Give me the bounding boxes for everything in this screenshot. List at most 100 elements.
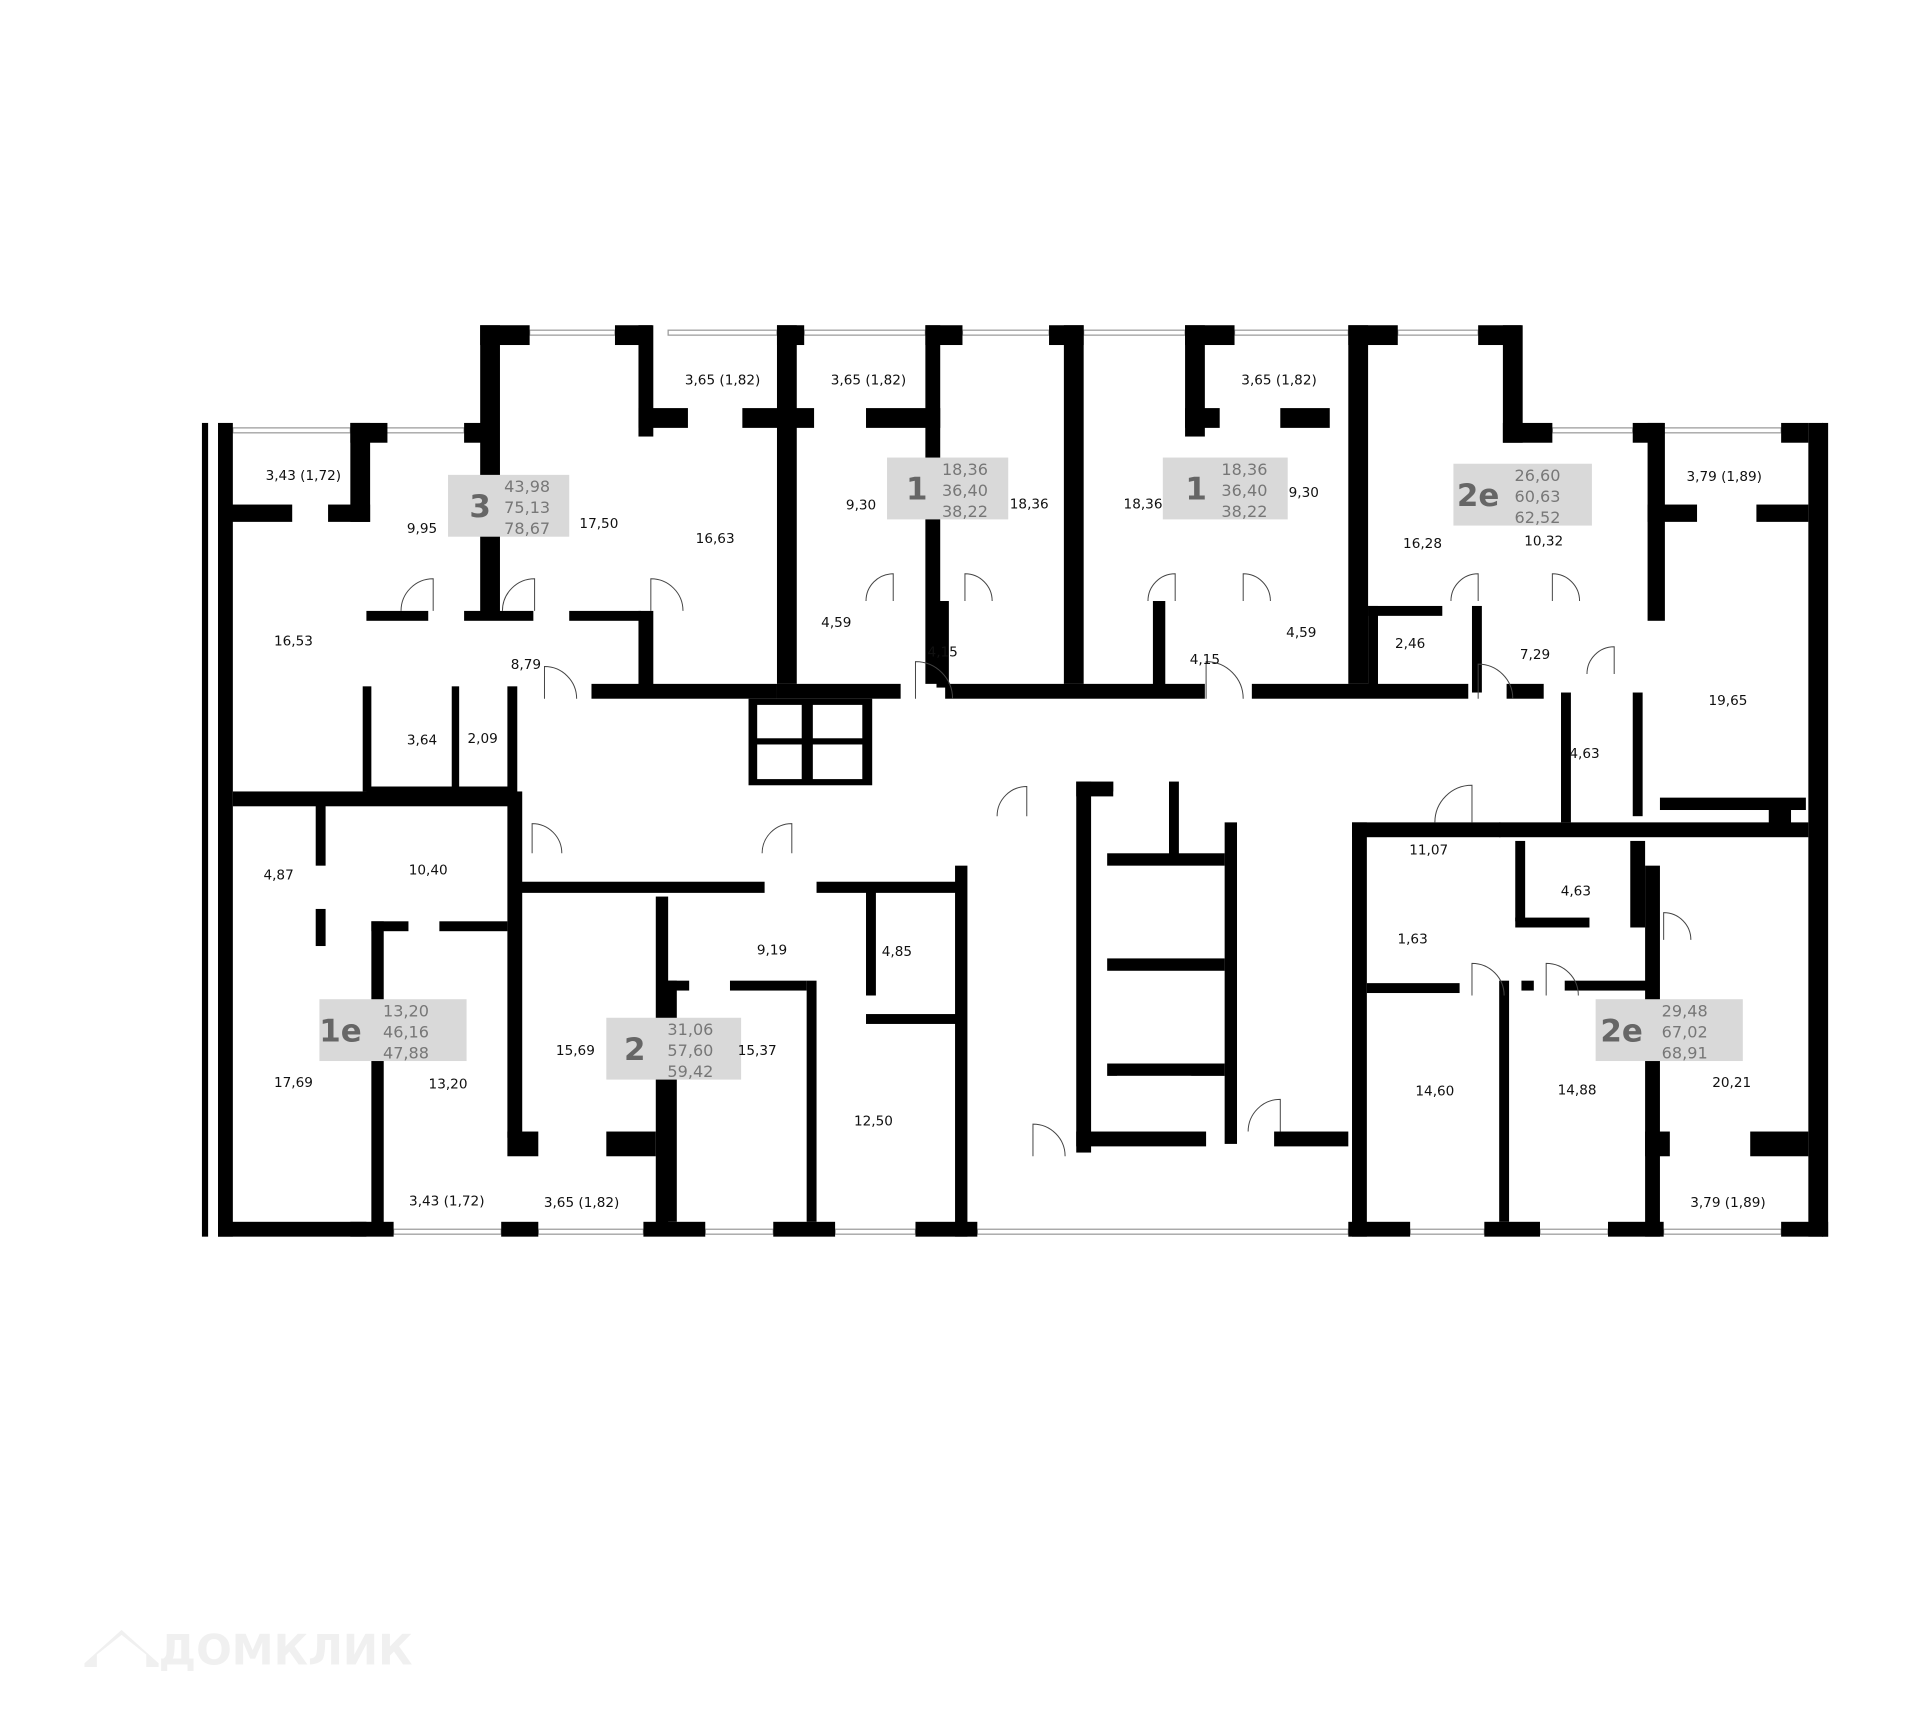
wall xyxy=(1471,605,1482,693)
window xyxy=(834,1228,917,1235)
wall xyxy=(507,686,518,798)
wall xyxy=(451,686,460,792)
badge-background xyxy=(606,1017,742,1080)
wall xyxy=(1368,605,1378,693)
wall xyxy=(776,408,815,428)
window xyxy=(1083,329,1186,336)
window xyxy=(529,329,616,336)
wall xyxy=(925,325,963,346)
room-area-label: 17,50 xyxy=(579,516,618,532)
wall xyxy=(1647,504,1698,522)
wall xyxy=(1348,325,1369,684)
door xyxy=(1434,784,1473,823)
room-area-label: 3,79 (1,89) xyxy=(1687,469,1762,485)
shaft-cell xyxy=(1117,976,1223,1058)
window xyxy=(1663,427,1782,434)
wall xyxy=(1515,840,1526,922)
wall xyxy=(776,683,901,699)
house-logo-icon xyxy=(84,1629,159,1668)
shaft-cell xyxy=(812,704,863,739)
room-area-label: 4,59 xyxy=(821,615,851,631)
wall xyxy=(1502,422,1553,443)
apartment-area: 67,02 xyxy=(1662,1023,1708,1042)
apartment-area: 36,40 xyxy=(1221,481,1267,500)
wall xyxy=(1076,1131,1207,1147)
wall xyxy=(1521,980,1534,991)
wall xyxy=(218,1221,367,1237)
room-area-label: 18,36 xyxy=(1124,496,1163,512)
door xyxy=(1450,573,1479,602)
window xyxy=(803,329,926,336)
wall xyxy=(350,422,388,443)
room-area-label: 20,21 xyxy=(1712,1075,1751,1091)
door xyxy=(1247,1098,1281,1132)
room-area-label: 3,43 (1,72) xyxy=(409,1194,484,1210)
shaft-cell xyxy=(1117,871,1223,953)
wall xyxy=(664,980,690,991)
room-area-label: 9,19 xyxy=(757,943,787,959)
door xyxy=(1545,962,1579,996)
apartment-area: 57,60 xyxy=(667,1041,713,1060)
room-area-label: 4,59 xyxy=(1286,625,1316,641)
wall xyxy=(1632,692,1643,817)
wall xyxy=(1352,822,1367,1237)
room-area-label: 2,46 xyxy=(1395,636,1425,652)
room-area-label: 9,30 xyxy=(1289,485,1319,501)
doors xyxy=(400,573,1692,1157)
room-area-label: 4,15 xyxy=(928,645,958,661)
wall xyxy=(1645,1131,1670,1157)
wall xyxy=(776,325,805,346)
wall xyxy=(773,1221,836,1237)
wall xyxy=(866,1014,959,1024)
wall xyxy=(1107,958,1225,971)
wall xyxy=(1274,1131,1349,1147)
window xyxy=(232,427,351,434)
wall xyxy=(1152,601,1166,688)
apartment-type: 1 xyxy=(1185,472,1207,508)
room-area-label: 17,69 xyxy=(274,1075,313,1091)
room-area-label: 13,20 xyxy=(429,1076,468,1092)
wall xyxy=(1168,781,1179,856)
watermark-text: ДОМКЛИК xyxy=(159,1626,413,1675)
door xyxy=(1242,573,1271,602)
apartment-area: 43,98 xyxy=(504,477,550,496)
apartment-area: 13,20 xyxy=(383,1002,429,1021)
wall xyxy=(1348,325,1398,346)
wall xyxy=(328,504,371,522)
room-area-label: 3,79 (1,89) xyxy=(1690,1195,1765,1211)
room-area-label: 3,64 xyxy=(407,732,437,748)
wall xyxy=(866,408,941,428)
wall xyxy=(501,1221,539,1237)
apartment-area: 31,06 xyxy=(667,1020,713,1039)
room-area-label: 7,29 xyxy=(1520,647,1550,663)
apartment-area: 38,22 xyxy=(1221,502,1267,521)
apartment-type: 3 xyxy=(469,489,491,525)
wall xyxy=(1484,1221,1540,1237)
room-area-label: 10,32 xyxy=(1524,533,1563,549)
shaft-cell xyxy=(757,744,802,780)
room-area-label: 3,65 (1,82) xyxy=(685,373,760,389)
wall xyxy=(606,1131,656,1157)
shaft-cell xyxy=(1113,791,1166,848)
wall xyxy=(1107,853,1225,866)
room-area-label: 14,88 xyxy=(1558,1082,1597,1098)
watermark: ДОМКЛИК xyxy=(84,1626,412,1675)
wall xyxy=(218,422,233,1237)
room-area-label: 16,53 xyxy=(274,634,313,650)
room-area-label: 3,65 (1,82) xyxy=(1241,373,1316,389)
wall xyxy=(591,683,777,699)
wall xyxy=(1107,1063,1225,1076)
apartment-area: 47,88 xyxy=(383,1044,429,1063)
window xyxy=(1409,1228,1485,1235)
walls xyxy=(201,325,1829,1237)
wall xyxy=(480,325,500,619)
apartment-area: 29,48 xyxy=(1662,1002,1708,1021)
wall xyxy=(1781,1221,1829,1237)
room-area-label: 3,65 (1,82) xyxy=(544,1195,619,1211)
wall xyxy=(507,791,523,1138)
wall xyxy=(1280,408,1330,428)
